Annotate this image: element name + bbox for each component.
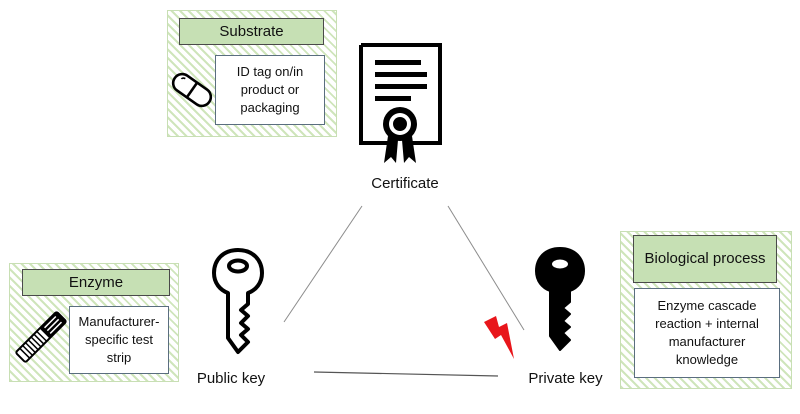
substrate-title: Substrate	[179, 18, 324, 45]
certificate-label: Certificate	[371, 175, 439, 192]
private-key-label: Private key	[528, 370, 603, 387]
certificate-to-public-key-line	[283, 205, 363, 323]
public-to-private-key-line	[313, 371, 499, 377]
substrate-text: ID tag on/in product or packaging	[215, 55, 325, 125]
pill-icon	[171, 72, 213, 108]
certificate-to-private-key-line	[447, 205, 525, 331]
enzyme-text: Manufacturer-specific test strip	[69, 306, 169, 374]
biological-process-title: Biological process	[633, 235, 777, 283]
certificate-icon	[359, 43, 442, 163]
public-key-icon	[212, 248, 264, 354]
enzyme-title: Enzyme	[22, 269, 170, 296]
biological-process-text: Enzyme cascade reaction + internal manuf…	[634, 288, 780, 378]
public-key-label: Public key	[196, 370, 266, 387]
lightning-icon	[484, 316, 514, 359]
private-key-icon	[535, 247, 585, 351]
test-strip-icon	[15, 311, 67, 363]
